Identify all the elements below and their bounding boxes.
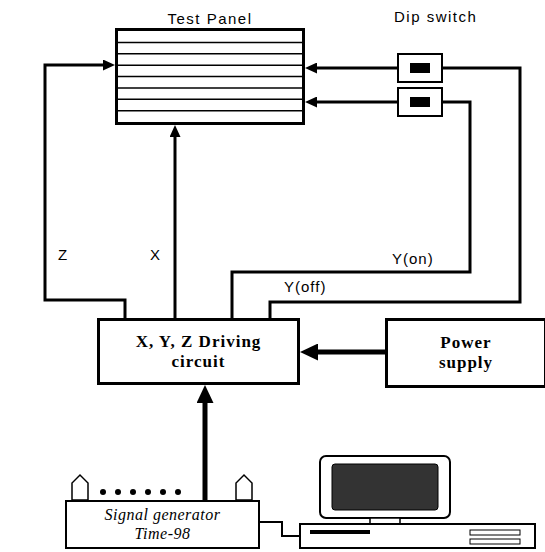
z-signal-wire (45, 65, 125, 318)
x-signal-wire (174, 137, 177, 318)
computer-cable (260, 522, 300, 536)
node-text: Power supply (421, 333, 511, 372)
panel-heading: Test Panel (98, 10, 322, 27)
indicator-dots (100, 489, 181, 495)
y-off-signal-wire (270, 68, 520, 318)
computer-illustration (300, 456, 535, 548)
panel-stripe (118, 42, 302, 44)
node-text: Signal generator Time-98 (93, 506, 233, 543)
signal-generator-box: Signal generator Time-98 (65, 500, 260, 549)
signal-arrow (203, 403, 208, 500)
y-on-signal-wire (232, 102, 470, 318)
panel-stripe (118, 110, 302, 112)
node-text: X, Y, Z Driving circuit (134, 332, 264, 371)
signal-label: Y(off) (282, 278, 328, 295)
driving-circuit-box: X, Y, Z Driving circuit (97, 318, 300, 385)
part-label: Dip switch (392, 8, 479, 25)
panel-stripe (118, 76, 302, 78)
panel-stripe (118, 87, 302, 89)
dip-switch (398, 54, 442, 82)
test-panel: Test Panel (115, 28, 305, 125)
generator-knob (72, 475, 252, 500)
panel-stripe (118, 53, 302, 55)
panel-stripe (118, 99, 302, 101)
power-supply-box: Power supply (385, 318, 545, 388)
power-arrow (318, 350, 385, 355)
signal-label: X (148, 246, 163, 263)
signal-label: Z (56, 246, 70, 263)
panel-stripes (118, 31, 302, 122)
panel-stripe (118, 64, 302, 66)
dip-switch (398, 88, 442, 116)
signal-label: Y(on) (390, 250, 436, 267)
